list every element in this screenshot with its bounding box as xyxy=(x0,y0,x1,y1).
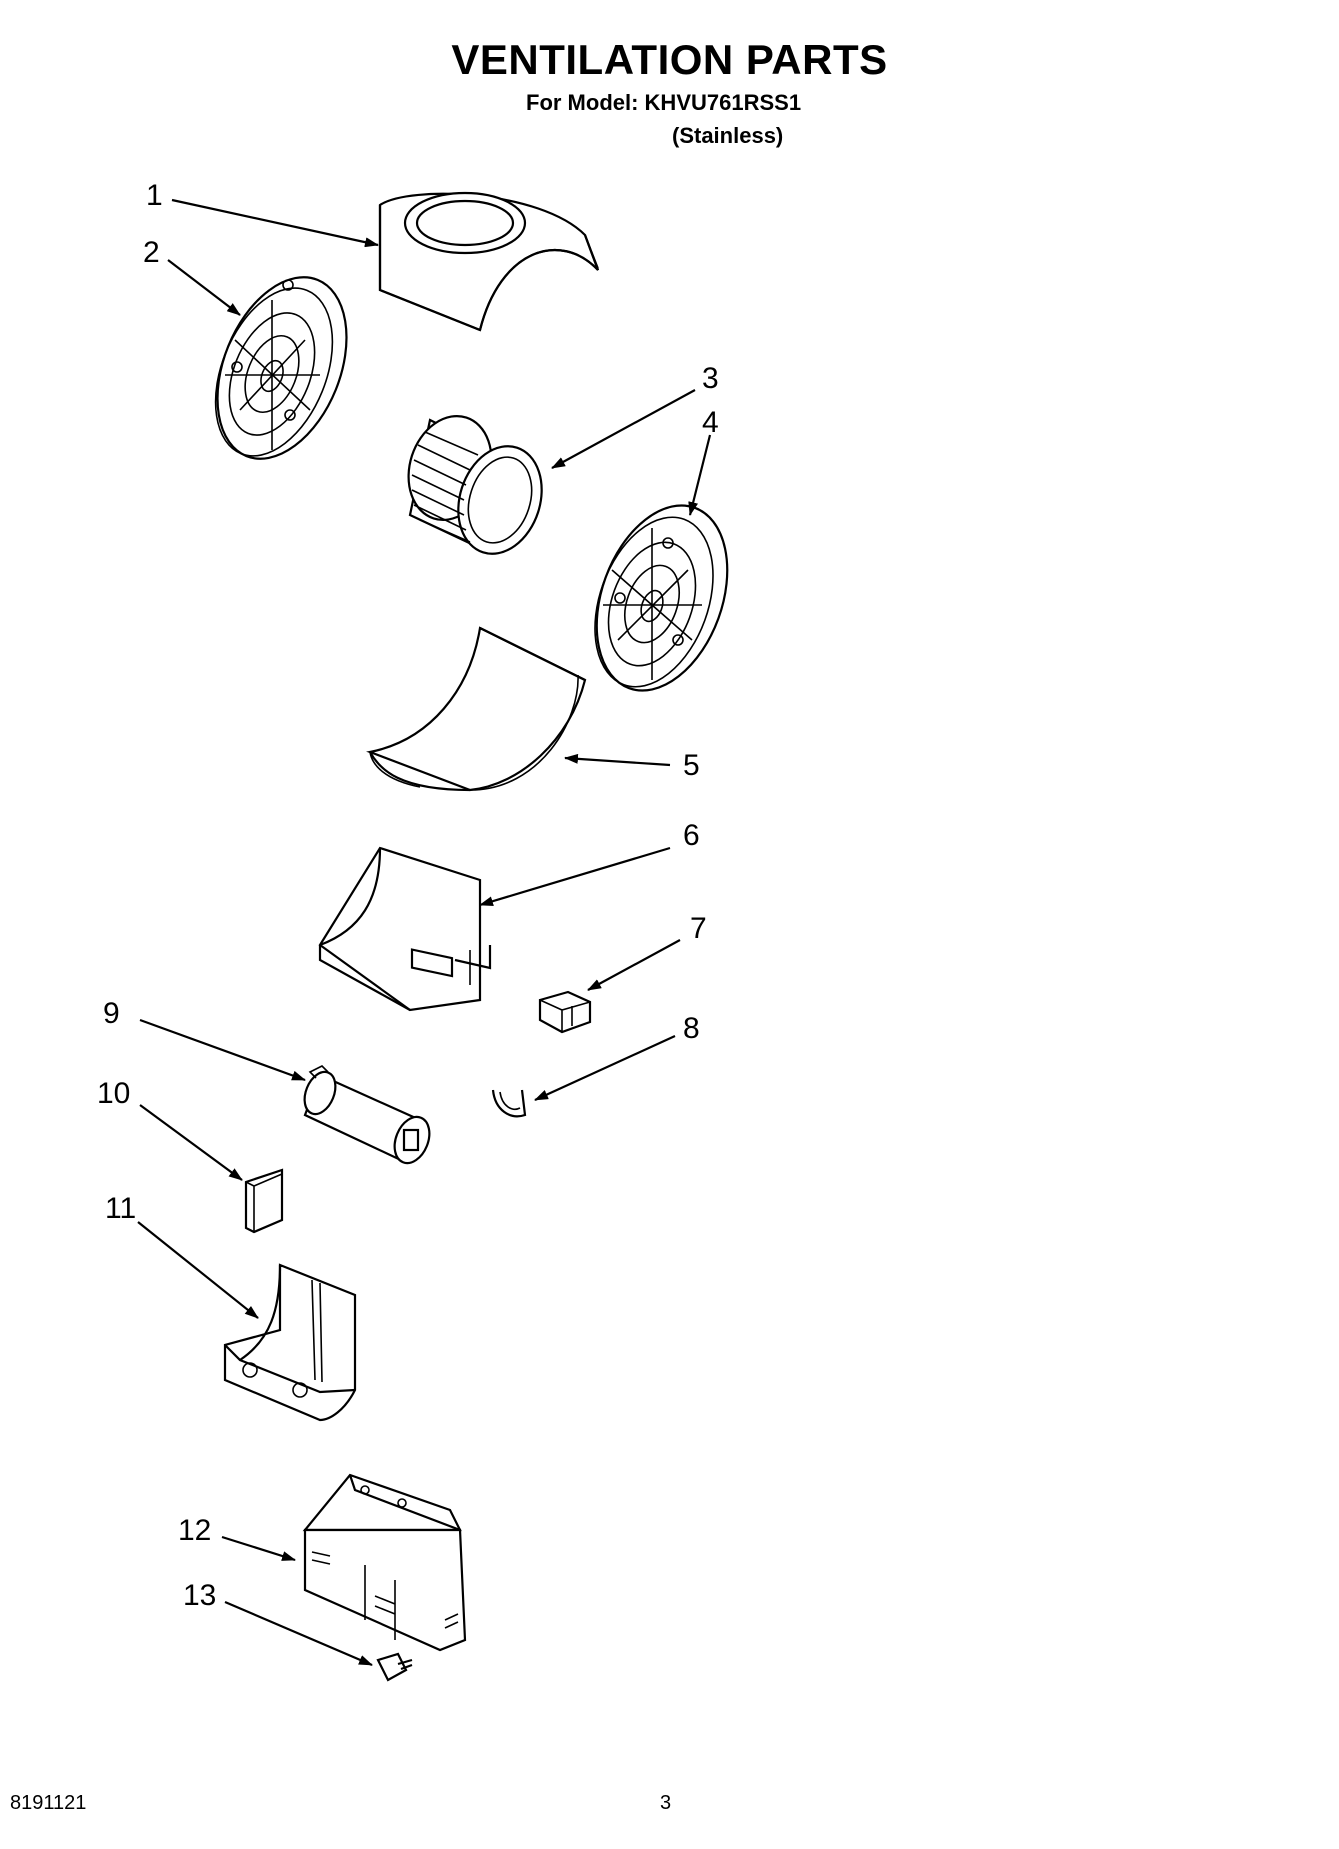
leader-2 xyxy=(167,259,241,316)
part-13-screw xyxy=(376,1652,413,1682)
leader-1 xyxy=(171,198,379,248)
leader-4 xyxy=(688,434,712,516)
callout-6: 6 xyxy=(683,819,700,852)
leader-11 xyxy=(137,1221,259,1319)
part-11-duct-adapter xyxy=(223,1263,357,1422)
part-10-pad xyxy=(244,1168,284,1234)
callout-7: 7 xyxy=(690,912,707,945)
callout-5: 5 xyxy=(683,749,700,782)
model-line: For Model: KHVU761RSS1 xyxy=(526,90,802,115)
part-3-blower-wheel xyxy=(407,415,543,555)
page-number: 3 xyxy=(660,1792,672,1814)
part-2-blower-plate xyxy=(214,276,348,460)
callout-leaders xyxy=(137,198,712,1667)
page-title: VENTILATION PARTS xyxy=(451,36,888,83)
part-9-capacitor xyxy=(303,1065,431,1165)
callout-2: 2 xyxy=(143,236,160,269)
leader-5 xyxy=(564,753,671,767)
callout-8: 8 xyxy=(683,1012,700,1045)
callout-9: 9 xyxy=(103,997,120,1030)
callout-3: 3 xyxy=(702,362,719,395)
callout-numbers: 1 2 3 4 5 6 7 8 9 10 11 12 13 xyxy=(97,179,719,1612)
callout-11: 11 xyxy=(105,1192,136,1225)
model-variant: (Stainless) xyxy=(672,123,784,148)
leader-3 xyxy=(551,389,696,469)
leader-12 xyxy=(221,1535,296,1562)
part-8-small-clip xyxy=(491,1089,527,1118)
part-12-cover xyxy=(302,1473,467,1652)
callout-12: 12 xyxy=(178,1514,211,1547)
part-7-clip-block xyxy=(538,990,592,1034)
leader-8 xyxy=(534,1034,676,1102)
leader-9 xyxy=(139,1018,306,1082)
leader-13 xyxy=(224,1600,373,1667)
part-1-blower-housing xyxy=(378,191,600,332)
document-number: 8191121 xyxy=(10,1792,87,1814)
callout-10: 10 xyxy=(97,1077,130,1110)
callout-4: 4 xyxy=(702,406,719,439)
part-6-bracket xyxy=(318,846,492,1012)
part-4-blower-plate xyxy=(594,504,729,692)
callout-13: 13 xyxy=(183,1579,216,1612)
part-5-lower-scroll xyxy=(366,626,587,792)
callout-1: 1 xyxy=(146,179,163,212)
leader-7 xyxy=(587,939,681,991)
leader-10 xyxy=(139,1104,243,1181)
leader-6 xyxy=(479,846,671,907)
